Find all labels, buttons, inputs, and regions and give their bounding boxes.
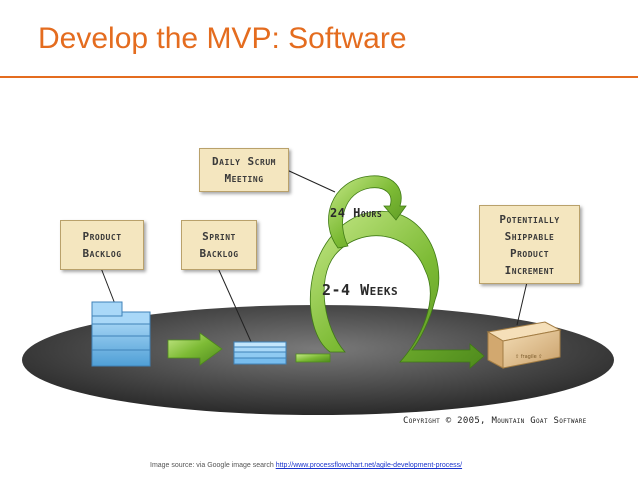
title-divider [0,76,638,78]
note-daily-scrum-line1: Daily Scrum [212,155,276,168]
note-increment-line1: Potentially [499,212,560,226]
page-title: Develop the MVP: Software [38,22,407,55]
daily-loop-arrow [328,175,407,249]
sprint-backlog-stack [233,341,287,365]
note-product-backlog-line1: Product [82,230,122,243]
sprint-loop-arrow [309,210,485,369]
pointer-sprint-backlog [217,267,253,345]
pointer-increment [516,281,528,326]
image-source: Image source: via Google image search ht… [150,462,462,469]
label-2-4-weeks: 2-4 Weeks [322,281,399,299]
note-increment-line3: Product [509,246,550,260]
image-source-prefix: Image source: via Google image search [150,462,274,469]
label-24-hours: 24 Hours [330,206,383,220]
arrow-to-loop [295,353,331,363]
note-product-backlog: Product Backlog [60,220,144,270]
note-daily-scrum-line2: Meeting [224,172,264,185]
image-source-link[interactable]: http://www.processflowchart.net/agile-de… [275,462,463,469]
note-sprint-backlog-line2: Backlog [199,247,239,260]
pointer-daily-scrum [286,169,336,193]
note-increment-line2: Shippable [504,229,555,243]
arrow-to-sprint [167,332,223,366]
note-increment-line4: Increment [504,263,555,277]
note-potentially-shippable: Potentially Shippable Product Increment [479,205,580,284]
product-backlog-stack [91,301,151,367]
note-sprint-backlog: Sprint Backlog [181,220,257,270]
product-increment-box: ⇧ fragile ⇧ [486,321,562,369]
note-daily-scrum: Daily Scrum Meeting [199,148,289,192]
copyright-text: Copyright © 2005, Mountain Goat Software [403,416,587,426]
note-product-backlog-line2: Backlog [82,247,122,260]
svg-text:⇧ fragile ⇧: ⇧ fragile ⇧ [515,354,542,360]
note-sprint-backlog-line1: Sprint [202,230,236,243]
